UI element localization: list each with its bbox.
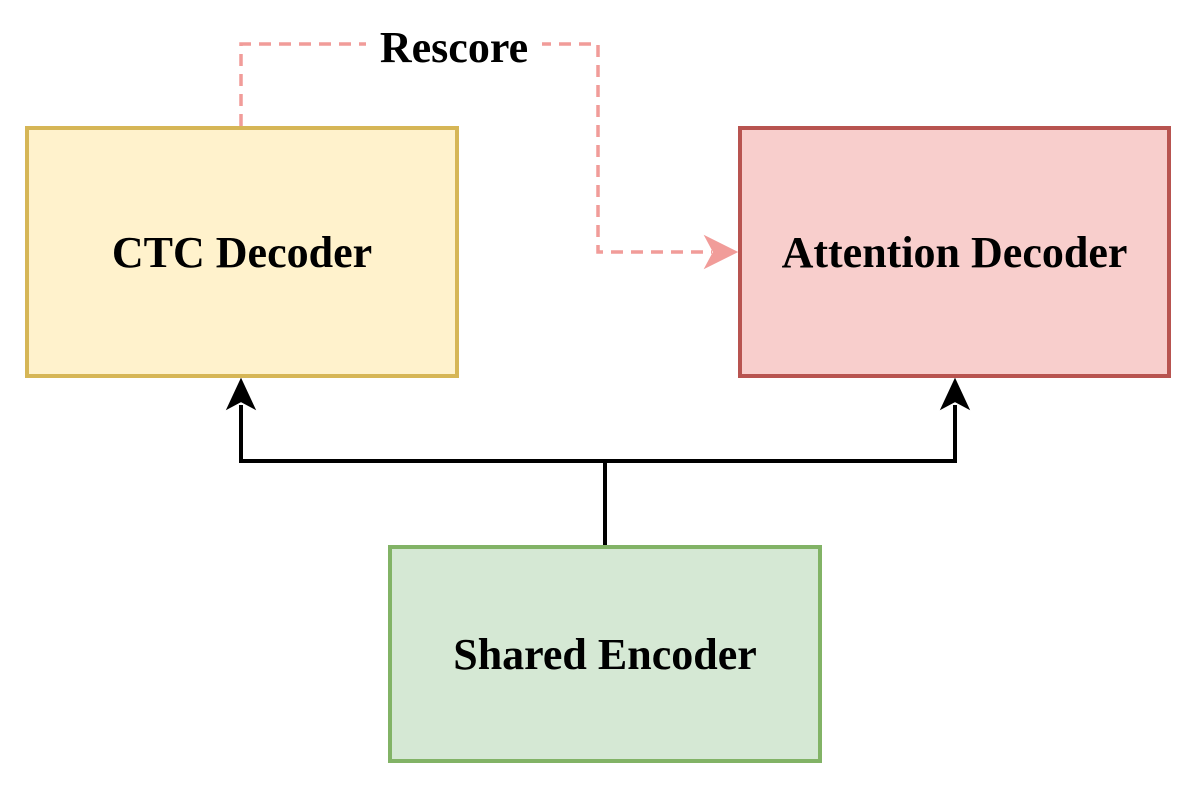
encoder-branch-line [239,405,957,463]
ctc-decoder-box: CTC Decoder [25,126,459,378]
arrow-to-ctc-decoder [225,377,257,411]
shared-encoder-label: Shared Encoder [453,629,757,679]
attention-decoder-box: Attention Decoder [738,126,1171,378]
shared-encoder-box: Shared Encoder [388,545,822,763]
attention-decoder-label: Attention Decoder [781,227,1128,277]
rescore-dashed-line [239,42,712,254]
ctc-decoder-label: CTC Decoder [111,227,373,277]
rescore-arrowhead [703,234,739,270]
rescore-label: Rescore [366,22,542,72]
arrow-to-attention-decoder [939,377,971,411]
